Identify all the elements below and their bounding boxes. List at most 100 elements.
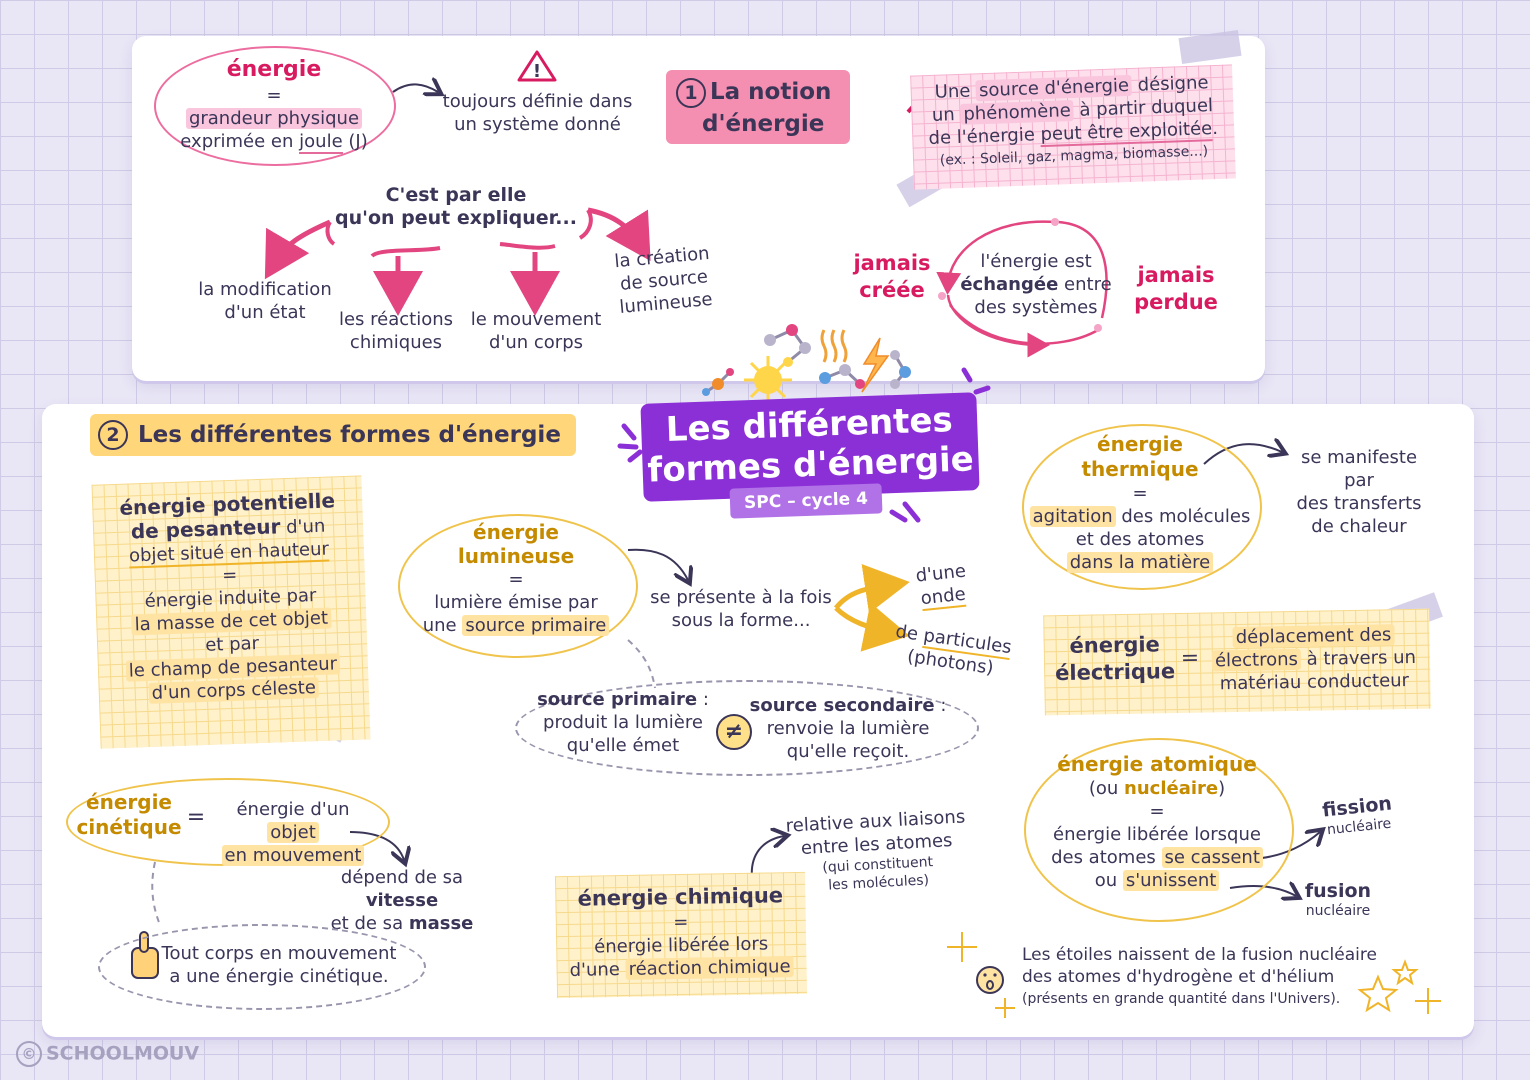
form-title: énergie bbox=[86, 790, 172, 814]
label-text: entre bbox=[1058, 274, 1112, 295]
definition-text: (J) bbox=[342, 131, 368, 152]
form-highlight: dans la matière bbox=[1066, 552, 1214, 573]
source-text: renvoie la lumière bbox=[766, 718, 930, 739]
form-text: et des atomes bbox=[1075, 529, 1205, 550]
jamais-perdue: jamais perdue bbox=[1130, 262, 1222, 316]
form-text: matériau conducteur bbox=[1219, 670, 1410, 695]
form-text: énergie libérée lorsque bbox=[1053, 824, 1261, 845]
fusion-label: fusion nucléaire bbox=[1296, 880, 1380, 920]
source-definition-box: Une source d'énergie désigne un phénomèn… bbox=[910, 64, 1236, 190]
source-title: source primaire bbox=[537, 689, 698, 710]
explain-item-line: chimiques bbox=[349, 332, 443, 353]
form-highlight: source primaire bbox=[462, 615, 610, 636]
form-highlight: déplacement des bbox=[1232, 624, 1395, 649]
note-bold: masse bbox=[408, 913, 474, 934]
tout-corps-oval bbox=[98, 924, 426, 1010]
source-secondaire: source secondaire : renvoie la lumière q… bbox=[748, 694, 948, 763]
source-text: : bbox=[697, 689, 709, 710]
note-line: sous la forme... bbox=[671, 610, 811, 631]
note-text: et de sa bbox=[330, 913, 409, 934]
form-highlight: d'un corps céleste bbox=[148, 676, 320, 704]
form-title: cinétique bbox=[76, 815, 182, 839]
source-text: qu'elle reçoit. bbox=[786, 741, 910, 762]
section1-title: 1 La notion d'énergie bbox=[666, 70, 850, 144]
note-line: a une énergie cinétique. bbox=[169, 966, 389, 987]
form-title: énergie bbox=[1069, 632, 1161, 658]
thermique-note: se manifeste par des transferts de chale… bbox=[1284, 446, 1434, 538]
tout-corps-note: Tout corps en mouvement a une énergie ci… bbox=[160, 942, 398, 988]
atomique-definition: énergie atomique (ou nucléaire) = énergi… bbox=[1030, 752, 1284, 892]
form-text: (ou bbox=[1088, 778, 1125, 799]
explain-item: le mouvement d'un corps bbox=[466, 308, 606, 354]
energie-definition-oval bbox=[154, 46, 396, 166]
form-text: des molécules bbox=[1115, 506, 1251, 527]
source-title: source secondaire bbox=[749, 695, 935, 716]
label-line: créée bbox=[859, 278, 925, 302]
form-title: énergie atomique bbox=[1057, 752, 1257, 776]
form-text: à travers un bbox=[1300, 646, 1417, 670]
lumineuse-definition: énergie lumineuse = lumière émise par un… bbox=[404, 520, 628, 637]
cinetique-title: énergie cinétique bbox=[74, 790, 184, 840]
electrique-box: énergie électrique = déplacement des éle… bbox=[1043, 608, 1431, 716]
source-text: : bbox=[934, 695, 947, 716]
def-text: Une bbox=[934, 80, 977, 103]
jamais-creee: jamais créée bbox=[846, 250, 938, 304]
equals-sign: = bbox=[266, 85, 282, 106]
form-title: énergie bbox=[1097, 432, 1183, 456]
form-text: d'une bbox=[914, 560, 967, 587]
explain-title: C'est par elle qu'on peut expliquer... bbox=[320, 184, 592, 230]
definition-line: grandeur physique bbox=[185, 108, 363, 129]
label-line: perdue bbox=[1134, 290, 1218, 314]
explain-line: C'est par elle bbox=[385, 184, 527, 206]
explain-item-line: les réactions bbox=[338, 309, 454, 330]
vitesse-note: dépend de sa vitesse et de sa masse bbox=[304, 866, 500, 935]
label-line: jamais bbox=[853, 251, 931, 275]
source-primaire: source primaire : produit la lumière qu'… bbox=[532, 688, 714, 757]
equals-sign: = bbox=[1180, 645, 1200, 671]
form-text: des atomes bbox=[1051, 847, 1162, 868]
lumineuse-oval bbox=[398, 514, 638, 658]
form-title: lumineuse bbox=[457, 544, 575, 568]
def-text: un bbox=[931, 103, 961, 126]
note-line: Les étoiles naissent de la fusion nucléa… bbox=[1022, 945, 1377, 965]
section-title-line: La notion bbox=[710, 79, 832, 105]
section-number: 2 bbox=[98, 420, 128, 450]
form-highlight: s'unissent bbox=[1122, 870, 1220, 891]
liaisons-note: relative aux liaisons entre les atomes (… bbox=[782, 805, 972, 897]
section2-title: 2 Les différentes formes d'énergie bbox=[90, 414, 576, 456]
label-line: l'énergie est bbox=[980, 251, 1092, 272]
form-title: thermique bbox=[1081, 457, 1199, 481]
note-line: des transferts bbox=[1296, 493, 1422, 514]
form-text: lumière émise par bbox=[434, 592, 598, 613]
form-highlight: en mouvement bbox=[221, 845, 365, 866]
def-text: de l'énergie bbox=[928, 124, 1041, 150]
atomique-oval bbox=[1024, 738, 1294, 922]
explain-item-line: le mouvement bbox=[470, 309, 602, 330]
form-text: énergie d'un bbox=[236, 799, 350, 820]
section-number: 1 bbox=[676, 78, 706, 108]
note-text: dépend de sa bbox=[340, 867, 464, 888]
thermique-definition: énergie thermique = agitation des molécu… bbox=[1026, 432, 1254, 574]
form-text: ) bbox=[1218, 778, 1226, 799]
note-line: (présents en grande quantité dans l'Univ… bbox=[1022, 991, 1341, 1007]
def-text: . bbox=[1211, 117, 1219, 140]
brand-logo: ©SCHOOLMOUV bbox=[16, 1040, 199, 1067]
form-title: nucléaire bbox=[1124, 778, 1219, 799]
main-subtitle: SPC – cycle 4 bbox=[729, 483, 883, 519]
note-line: des atomes d'hydrogène et d'hélium bbox=[1022, 967, 1335, 987]
section-title-text: Les différentes formes d'énergie bbox=[138, 422, 561, 448]
form-title: électrique bbox=[1054, 659, 1176, 686]
note-bold: vitesse bbox=[365, 890, 439, 911]
etoiles-note: Les étoiles naissent de la fusion nucléa… bbox=[1022, 944, 1392, 1010]
explain-item: les réactions chimiques bbox=[328, 308, 464, 354]
toujours-note: toujours définie dans un système donné bbox=[440, 90, 635, 136]
form-highlight: réaction chimique bbox=[625, 956, 794, 980]
form-highlight: agitation bbox=[1029, 506, 1116, 527]
equals-sign: = bbox=[1149, 801, 1165, 822]
form-title: énergie bbox=[473, 520, 559, 544]
joule-unit: joule bbox=[299, 131, 343, 154]
chimique-box: énergie chimique = énergie libérée lors … bbox=[554, 871, 808, 999]
thermique-oval bbox=[1022, 424, 1262, 590]
label-title: fusion bbox=[1304, 880, 1372, 902]
cinetique-definition: énergie d'un objet en mouvement bbox=[208, 798, 378, 867]
